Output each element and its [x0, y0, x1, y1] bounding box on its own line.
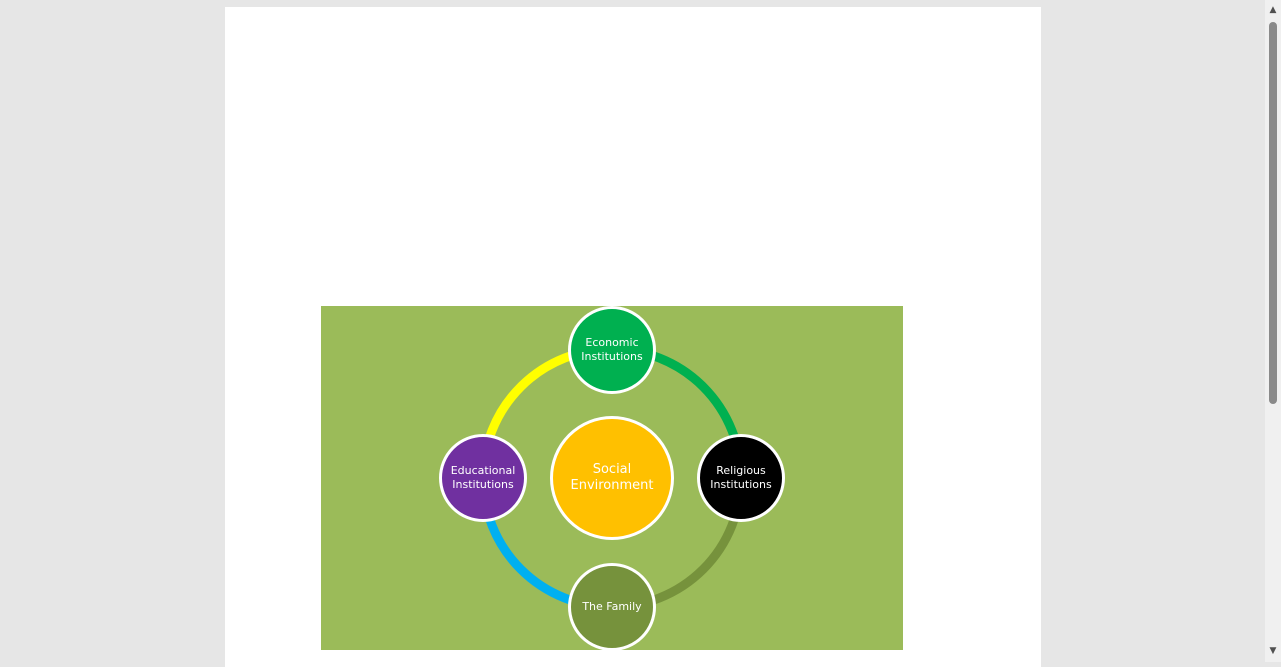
node-the-family: The Family — [568, 563, 656, 651]
scroll-down-icon[interactable]: ▼ — [1269, 646, 1277, 656]
node-economic-institutions: Economic Institutions — [568, 306, 656, 394]
node-religious-institutions: Religious Institutions — [697, 434, 785, 522]
scroll-thumb[interactable] — [1269, 22, 1277, 404]
node-educational-institutions: Educational Institutions — [439, 434, 527, 522]
scroll-up-icon[interactable]: ▲ — [1269, 5, 1277, 15]
vertical-scrollbar[interactable]: ▲ ▼ — [1265, 0, 1281, 662]
social-environment-diagram: Social Environment Economic Institutions… — [321, 306, 903, 651]
node-social-environment: Social Environment — [550, 416, 674, 540]
document-page: Social Environment Economic Institutions… — [225, 7, 1041, 667]
